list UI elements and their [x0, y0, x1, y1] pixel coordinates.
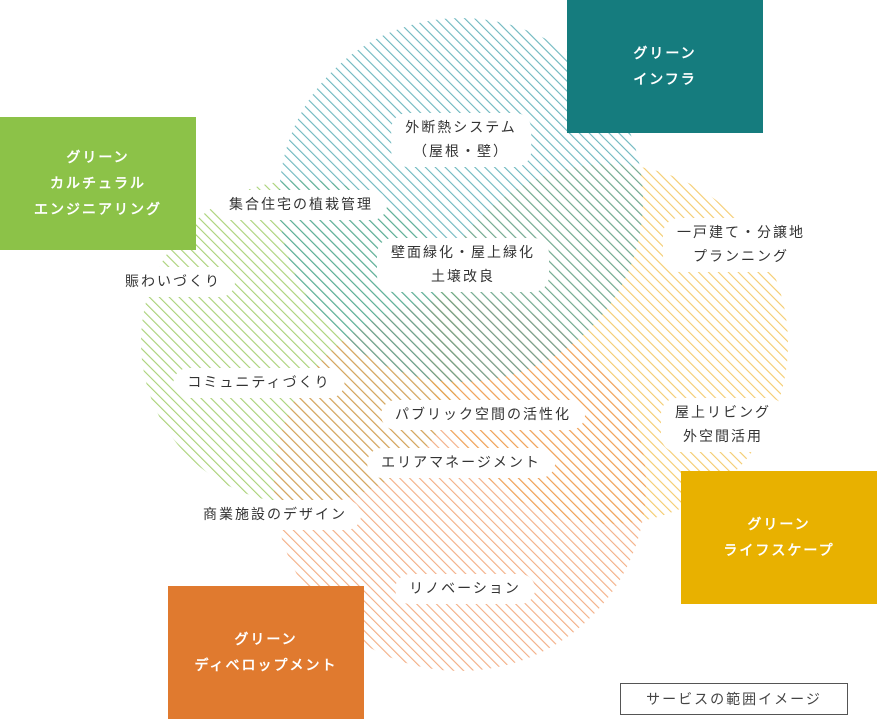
category-green-cultural-engineering: グリーン カルチュラル エンジニアリング: [0, 117, 196, 250]
service-label-line1: 屋上リビング: [675, 405, 771, 421]
develop-circle: [274, 299, 646, 671]
service-renovation: リノベーション: [395, 574, 535, 604]
category-label-line1: グリーン: [747, 516, 811, 533]
service-area-management: エリアマネージメント: [367, 448, 555, 478]
service-housing-planting: 集合住宅の植栽管理: [215, 190, 387, 220]
service-wall-roof-greening: 壁面緑化・屋上緑化 土壌改良: [377, 238, 549, 292]
category-label-line2: カルチュラル: [50, 175, 146, 192]
category-green-lifescape: グリーン ライフスケープ: [681, 471, 877, 604]
category-green-infra: グリーン インフラ: [567, 0, 763, 133]
service-community: コミュニティづくり: [173, 368, 345, 398]
service-label-line1: 一戸建て・分譲地: [677, 225, 805, 241]
service-insulation: 外断熱システム （屋根・壁）: [391, 113, 531, 167]
category-label-line1: グリーン: [66, 149, 130, 166]
legend-box: サービスの範囲イメージ: [620, 683, 848, 715]
service-commercial-design: 商業施設のデザイン: [189, 500, 361, 530]
service-label-line2: （屋根・壁）: [413, 144, 509, 160]
category-green-development: グリーン ディベロップメント: [168, 586, 364, 719]
infra-circle: [279, 18, 643, 382]
category-label-line3: エンジニアリング: [34, 201, 162, 218]
service-label-line2: 土壌改良: [431, 269, 495, 285]
category-label-line1: グリーン: [234, 631, 298, 648]
service-public-space: パブリック空間の活性化: [381, 400, 585, 430]
service-house-planning: 一戸建て・分譲地 プランニング: [663, 218, 819, 272]
category-label-line2: インフラ: [633, 71, 697, 88]
service-label-line2: プランニング: [693, 249, 789, 265]
category-label-line2: ライフスケープ: [723, 542, 835, 559]
service-label-line1: 壁面緑化・屋上緑化: [391, 245, 535, 261]
service-label-line1: 外断熱システム: [405, 120, 517, 136]
service-rooftop-living: 屋上リビング 外空間活用: [661, 398, 785, 452]
service-bustle: 賑わいづくり: [111, 267, 235, 297]
service-label-line2: 外空間活用: [683, 429, 763, 445]
category-label-line1: グリーン: [633, 45, 697, 62]
category-label-line2: ディベロップメント: [194, 657, 338, 674]
